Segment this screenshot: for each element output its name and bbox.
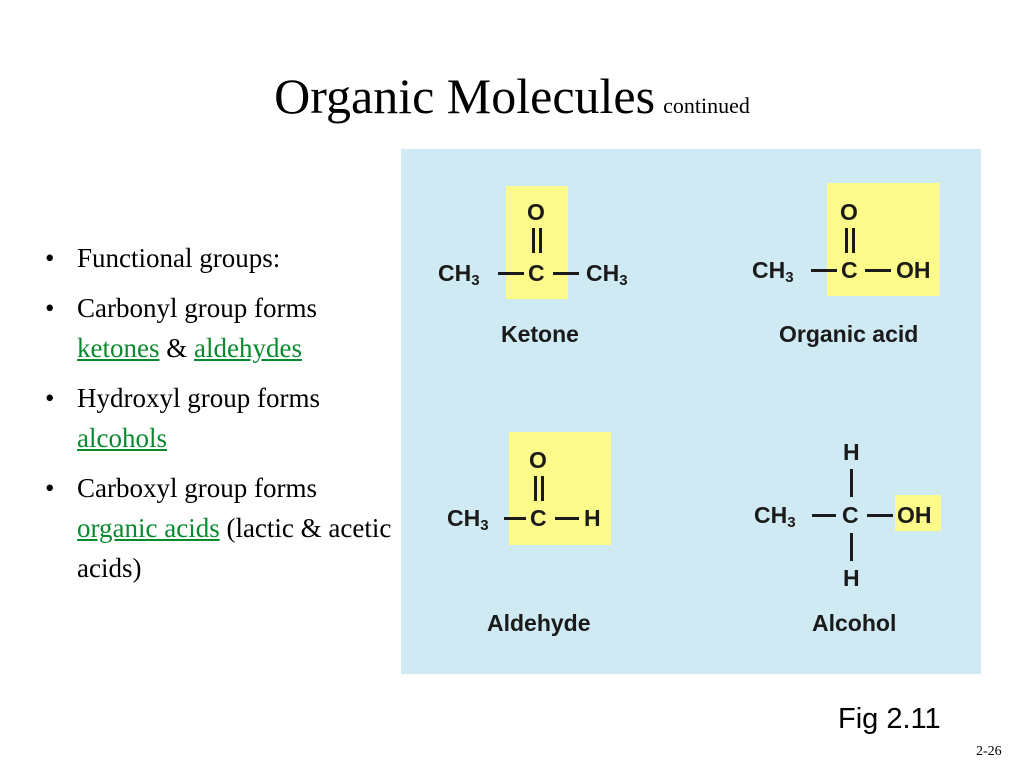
slide-title: Organic Molecules continued xyxy=(0,66,1024,136)
figure-caption: Fig 2.11 xyxy=(838,703,941,735)
acid-left-bond xyxy=(811,269,837,272)
alcohol-left-bond xyxy=(812,514,836,517)
organic-acids-link[interactable]: organic acids xyxy=(77,513,220,543)
alcohols-link[interactable]: alcohols xyxy=(77,423,167,453)
alcohol-right-bond xyxy=(867,514,893,517)
bullet-item: Hydroxyl group forms alcohols xyxy=(45,378,400,458)
acid-hydroxyl: OH xyxy=(896,257,931,283)
bullet-text: Hydroxyl group forms xyxy=(77,383,320,413)
bullet-text: Carboxyl group forms xyxy=(77,473,317,503)
acid-double-bond-b xyxy=(852,228,855,253)
acid-oxygen: O xyxy=(840,199,858,225)
bullet-text: & xyxy=(166,333,188,363)
alcohol-top-bond xyxy=(850,469,853,497)
bullet-text: (lactic & acetic acids) xyxy=(77,513,392,583)
acid-methyl: CH3 xyxy=(752,257,794,286)
alcohol-highlight xyxy=(895,495,941,531)
alcohol-top-hydrogen: H xyxy=(843,439,860,465)
bullet-item: Carboxyl group forms organic acids (lact… xyxy=(45,468,400,588)
acid-right-bond xyxy=(865,269,891,272)
bullet-list: Functional groups: Carbonyl group forms … xyxy=(45,238,400,598)
aldehyde-left-bond xyxy=(504,517,526,520)
ketone-left-bond xyxy=(498,272,524,275)
ketone-label: Ketone xyxy=(501,321,579,347)
ketone-right-bond xyxy=(553,272,579,275)
acid-carbon: C xyxy=(841,257,858,283)
aldehyde-methyl: CH3 xyxy=(447,505,489,534)
bullet-text: Functional groups: xyxy=(77,243,281,273)
aldehyde-double-bond-b xyxy=(541,476,544,501)
organic-acid-label: Organic acid xyxy=(779,321,919,347)
ketone-double-bond-b xyxy=(539,228,542,253)
slide-number: 2-26 xyxy=(976,744,1002,759)
ketone-double-bond-a xyxy=(532,228,535,253)
alcohol-methyl: CH3 xyxy=(754,502,796,531)
ketone-carbon: C xyxy=(528,260,545,286)
alcohol-carbon: C xyxy=(842,502,859,528)
ketone-right-methyl: CH3 xyxy=(586,260,628,289)
alcohol-bottom-hydrogen: H xyxy=(843,565,860,591)
aldehyde-right-bond xyxy=(555,517,579,520)
bullet-text: Carbonyl group forms xyxy=(77,293,317,323)
ketone-oxygen: O xyxy=(527,199,545,225)
bullet-item: Carbonyl group forms ketones & aldehydes xyxy=(45,288,400,368)
alcohol-hydroxyl: OH xyxy=(897,502,932,528)
title-suffix: continued xyxy=(663,93,750,118)
functional-groups-figure: O CH3 C CH3 Ketone O CH3 C OH Organic ac… xyxy=(401,149,981,674)
aldehyde-carbon: C xyxy=(530,505,547,531)
aldehydes-link[interactable]: aldehydes xyxy=(194,333,302,363)
aldehyde-label: Aldehyde xyxy=(487,610,591,636)
ketone-left-methyl: CH3 xyxy=(438,260,480,289)
aldehyde-highlight xyxy=(509,432,611,545)
title-text: Organic Molecules xyxy=(274,68,656,124)
bullet-item: Functional groups: xyxy=(45,238,400,278)
alcohol-bottom-bond xyxy=(850,533,853,561)
ketone-highlight xyxy=(506,186,568,299)
acid-double-bond-a xyxy=(845,228,848,253)
aldehyde-double-bond-a xyxy=(534,476,537,501)
ketones-link[interactable]: ketones xyxy=(77,333,160,363)
aldehyde-hydrogen: H xyxy=(584,505,601,531)
aldehyde-oxygen: O xyxy=(529,447,547,473)
alcohol-label: Alcohol xyxy=(812,610,897,636)
